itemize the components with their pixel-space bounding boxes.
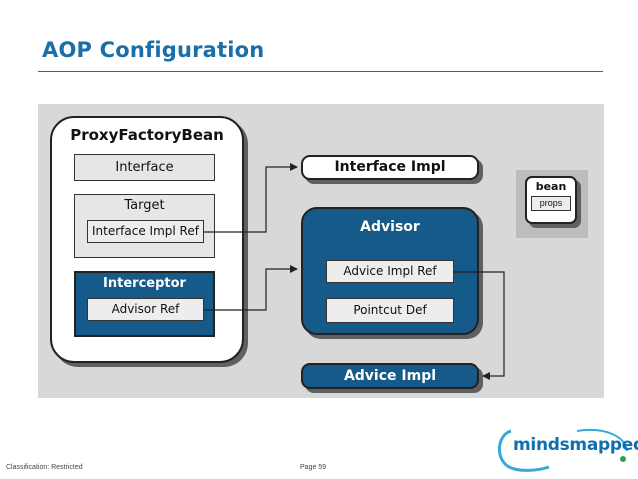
interceptor-label: Interceptor xyxy=(103,276,186,291)
advice-impl-label: Advice Impl xyxy=(343,368,437,384)
proxy-factory-bean-label: ProxyFactoryBean xyxy=(70,126,224,144)
target-interface-impl-ref-box: Interface Impl Ref xyxy=(87,220,204,243)
logo-swoosh-icon xyxy=(498,429,628,472)
legend-bean-box: bean props xyxy=(525,176,577,224)
interface-impl-box: Interface Impl xyxy=(301,155,479,180)
advisor-ref-box: Advisor Ref xyxy=(87,298,204,321)
advisor-ref-to-advisor-arrow xyxy=(204,265,298,311)
advice-impl-ref-to-advice-impl-arrow xyxy=(454,271,505,380)
interface-label: Interface xyxy=(115,160,174,175)
target-to-interface-impl-arrow xyxy=(204,163,298,233)
mindsmapped-logo: mindsmapped xyxy=(493,425,638,473)
page-number: Page 59 xyxy=(300,464,327,471)
legend-props-label: props xyxy=(539,198,563,208)
target-interface-impl-ref-label: Interface Impl Ref xyxy=(92,224,199,238)
advice-impl-box: Advice Impl xyxy=(301,363,479,389)
advice-impl-ref-label: Advice Impl Ref xyxy=(343,264,437,278)
classification-label: Classification: Restricted xyxy=(6,464,83,471)
advisor-ref-label: Advisor Ref xyxy=(111,302,180,316)
advisor-label: Advisor xyxy=(360,219,420,235)
advice-impl-ref-box: Advice Impl Ref xyxy=(326,260,454,283)
pointcut-def-box: Pointcut Def xyxy=(326,298,454,323)
interface-impl-label: Interface Impl xyxy=(334,159,446,175)
target-label: Target xyxy=(124,198,165,213)
page-title: AOP Configuration xyxy=(42,38,265,62)
interface-box: Interface xyxy=(74,154,215,181)
logo-text: mindsmapped xyxy=(513,435,638,455)
title-divider xyxy=(38,71,603,72)
connector-lines xyxy=(204,163,505,380)
pointcut-def-label: Pointcut Def xyxy=(353,303,427,317)
legend-props-box: props xyxy=(531,196,571,211)
legend-bean-label: bean xyxy=(535,180,567,193)
aop-diagram: ProxyFactoryBean Interface Target Interf… xyxy=(38,104,604,398)
